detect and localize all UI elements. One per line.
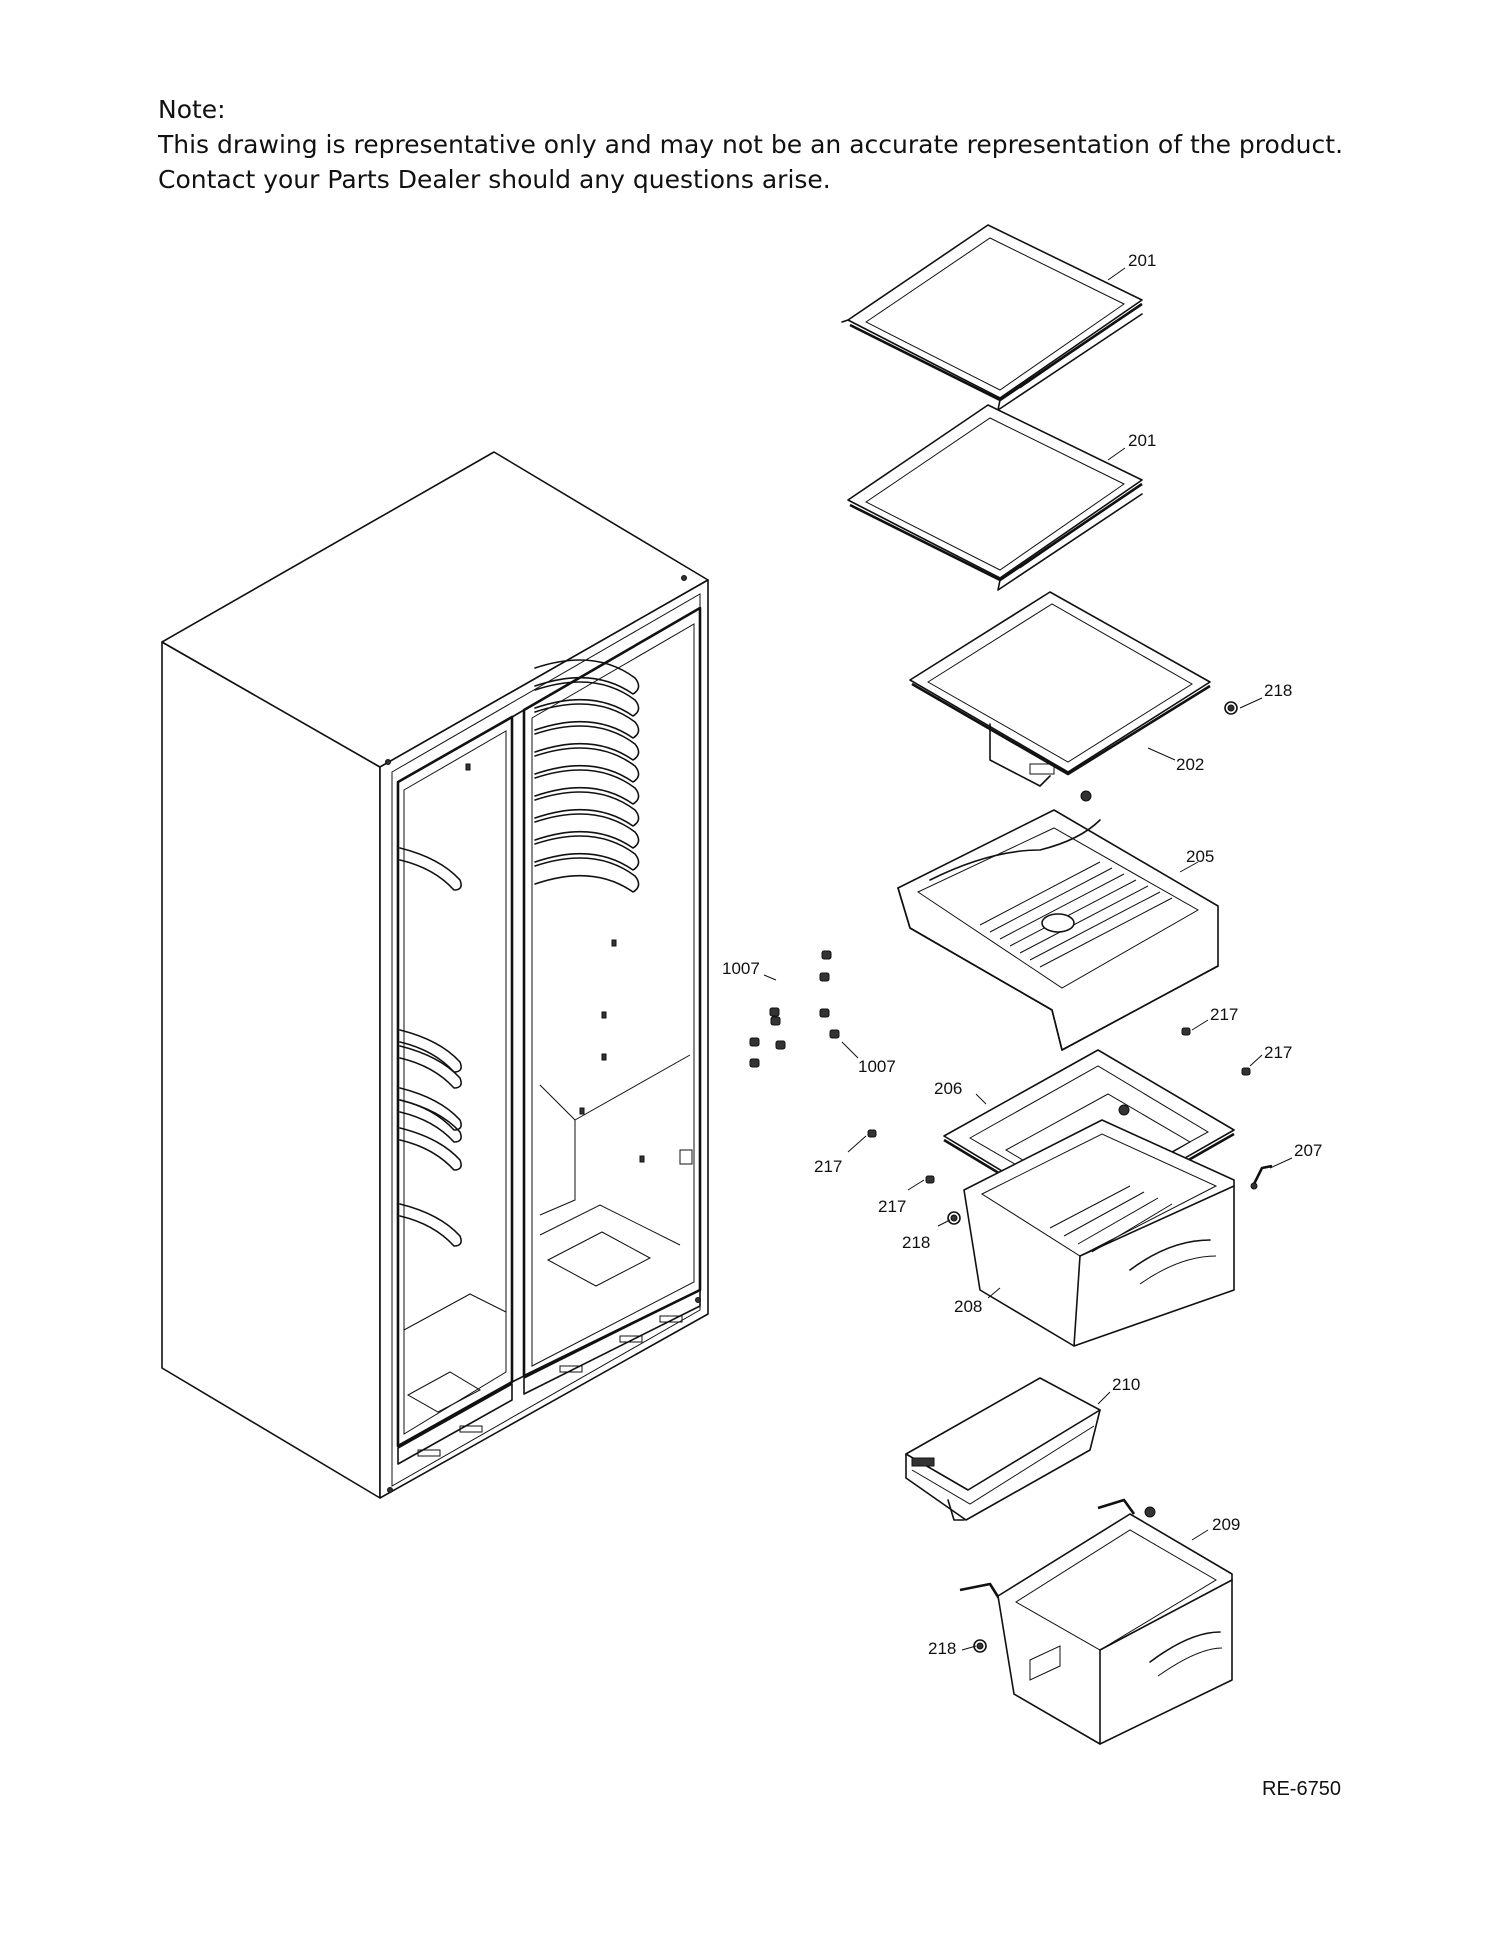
fresh-food-shelf-rails bbox=[534, 659, 640, 893]
callout-217-d: 217 bbox=[878, 1197, 906, 1216]
freezer-shelf-supports bbox=[399, 847, 462, 1247]
callout-labels: 201 201 218 202 205 1007 1007 217 217 20… bbox=[722, 251, 1322, 1658]
cover-210 bbox=[905, 1377, 1101, 1521]
callout-218-a: 218 bbox=[1264, 681, 1292, 700]
callout-206: 206 bbox=[934, 1079, 962, 1098]
leader-lines bbox=[763, 267, 1293, 1651]
callout-1007-a: 1007 bbox=[722, 959, 760, 978]
drawing-code: RE-6750 bbox=[1262, 1778, 1341, 1800]
refrigerator-cabinet bbox=[161, 451, 709, 1499]
note-line-2: Contact your Parts Dealer should any que… bbox=[158, 165, 831, 194]
callout-217-b: 217 bbox=[1264, 1043, 1292, 1062]
shelf-201-top bbox=[841, 224, 1143, 411]
callout-201-second: 201 bbox=[1128, 431, 1156, 450]
callout-210: 210 bbox=[1112, 1375, 1140, 1394]
callout-205: 205 bbox=[1186, 847, 1214, 866]
fasteners bbox=[867, 1027, 1251, 1653]
screw-group-1007 bbox=[749, 950, 840, 1068]
drawer-209 bbox=[959, 1498, 1233, 1745]
drawer-208 bbox=[963, 1119, 1235, 1347]
callout-217-c: 217 bbox=[814, 1157, 842, 1176]
callout-218-c: 218 bbox=[928, 1639, 956, 1658]
callout-209: 209 bbox=[1212, 1515, 1240, 1534]
note-heading: Note: bbox=[158, 95, 226, 124]
shelf-201-second bbox=[847, 404, 1143, 591]
note-line-1: This drawing is representative only and … bbox=[158, 130, 1344, 159]
pan-205 bbox=[897, 809, 1219, 1051]
spill-shelf-202 bbox=[909, 591, 1238, 802]
clip-207 bbox=[1250, 1164, 1273, 1190]
callout-201-top: 201 bbox=[1128, 251, 1156, 270]
callout-1007-b: 1007 bbox=[858, 1057, 896, 1076]
callout-218-b: 218 bbox=[902, 1233, 930, 1252]
callout-207: 207 bbox=[1294, 1141, 1322, 1160]
callout-217-a: 217 bbox=[1210, 1005, 1238, 1024]
callout-202: 202 bbox=[1176, 755, 1204, 774]
note-block: Note: This drawing is representative onl… bbox=[158, 92, 1408, 197]
callout-208: 208 bbox=[954, 1297, 982, 1316]
